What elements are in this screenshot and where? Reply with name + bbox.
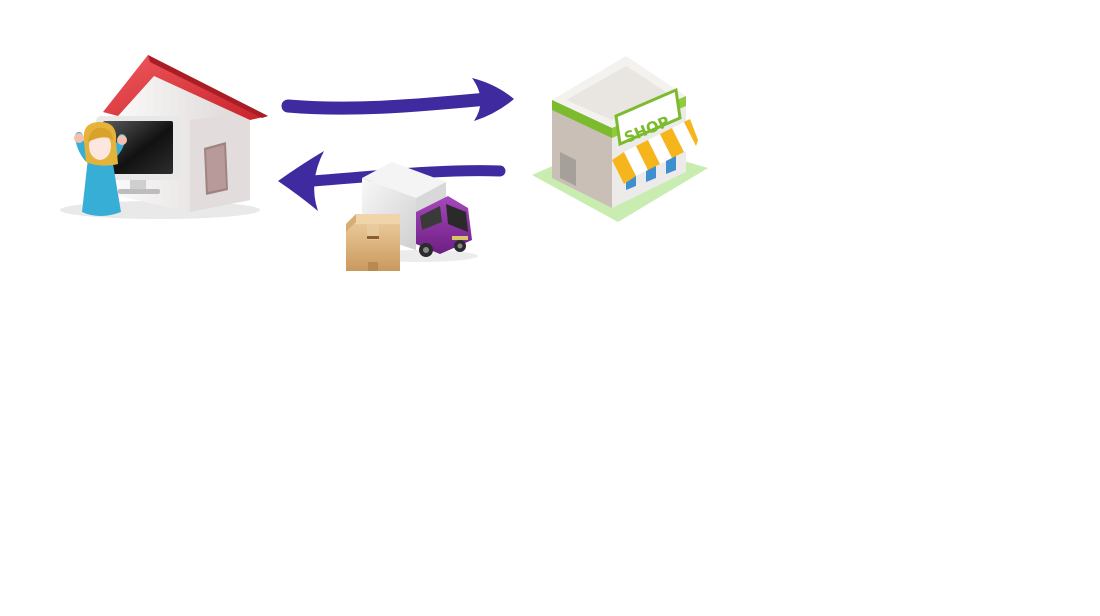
home-node bbox=[60, 55, 268, 219]
shop-node: SHOP bbox=[532, 56, 708, 222]
person-icon bbox=[74, 122, 127, 216]
house-icon bbox=[60, 55, 268, 219]
awning bbox=[612, 119, 698, 184]
delivery-node bbox=[346, 162, 478, 271]
arrow-to-shop bbox=[281, 78, 514, 121]
shop-building-icon bbox=[532, 56, 708, 222]
arrow-right-icon bbox=[281, 92, 495, 115]
cardboard-box-icon bbox=[346, 214, 400, 271]
